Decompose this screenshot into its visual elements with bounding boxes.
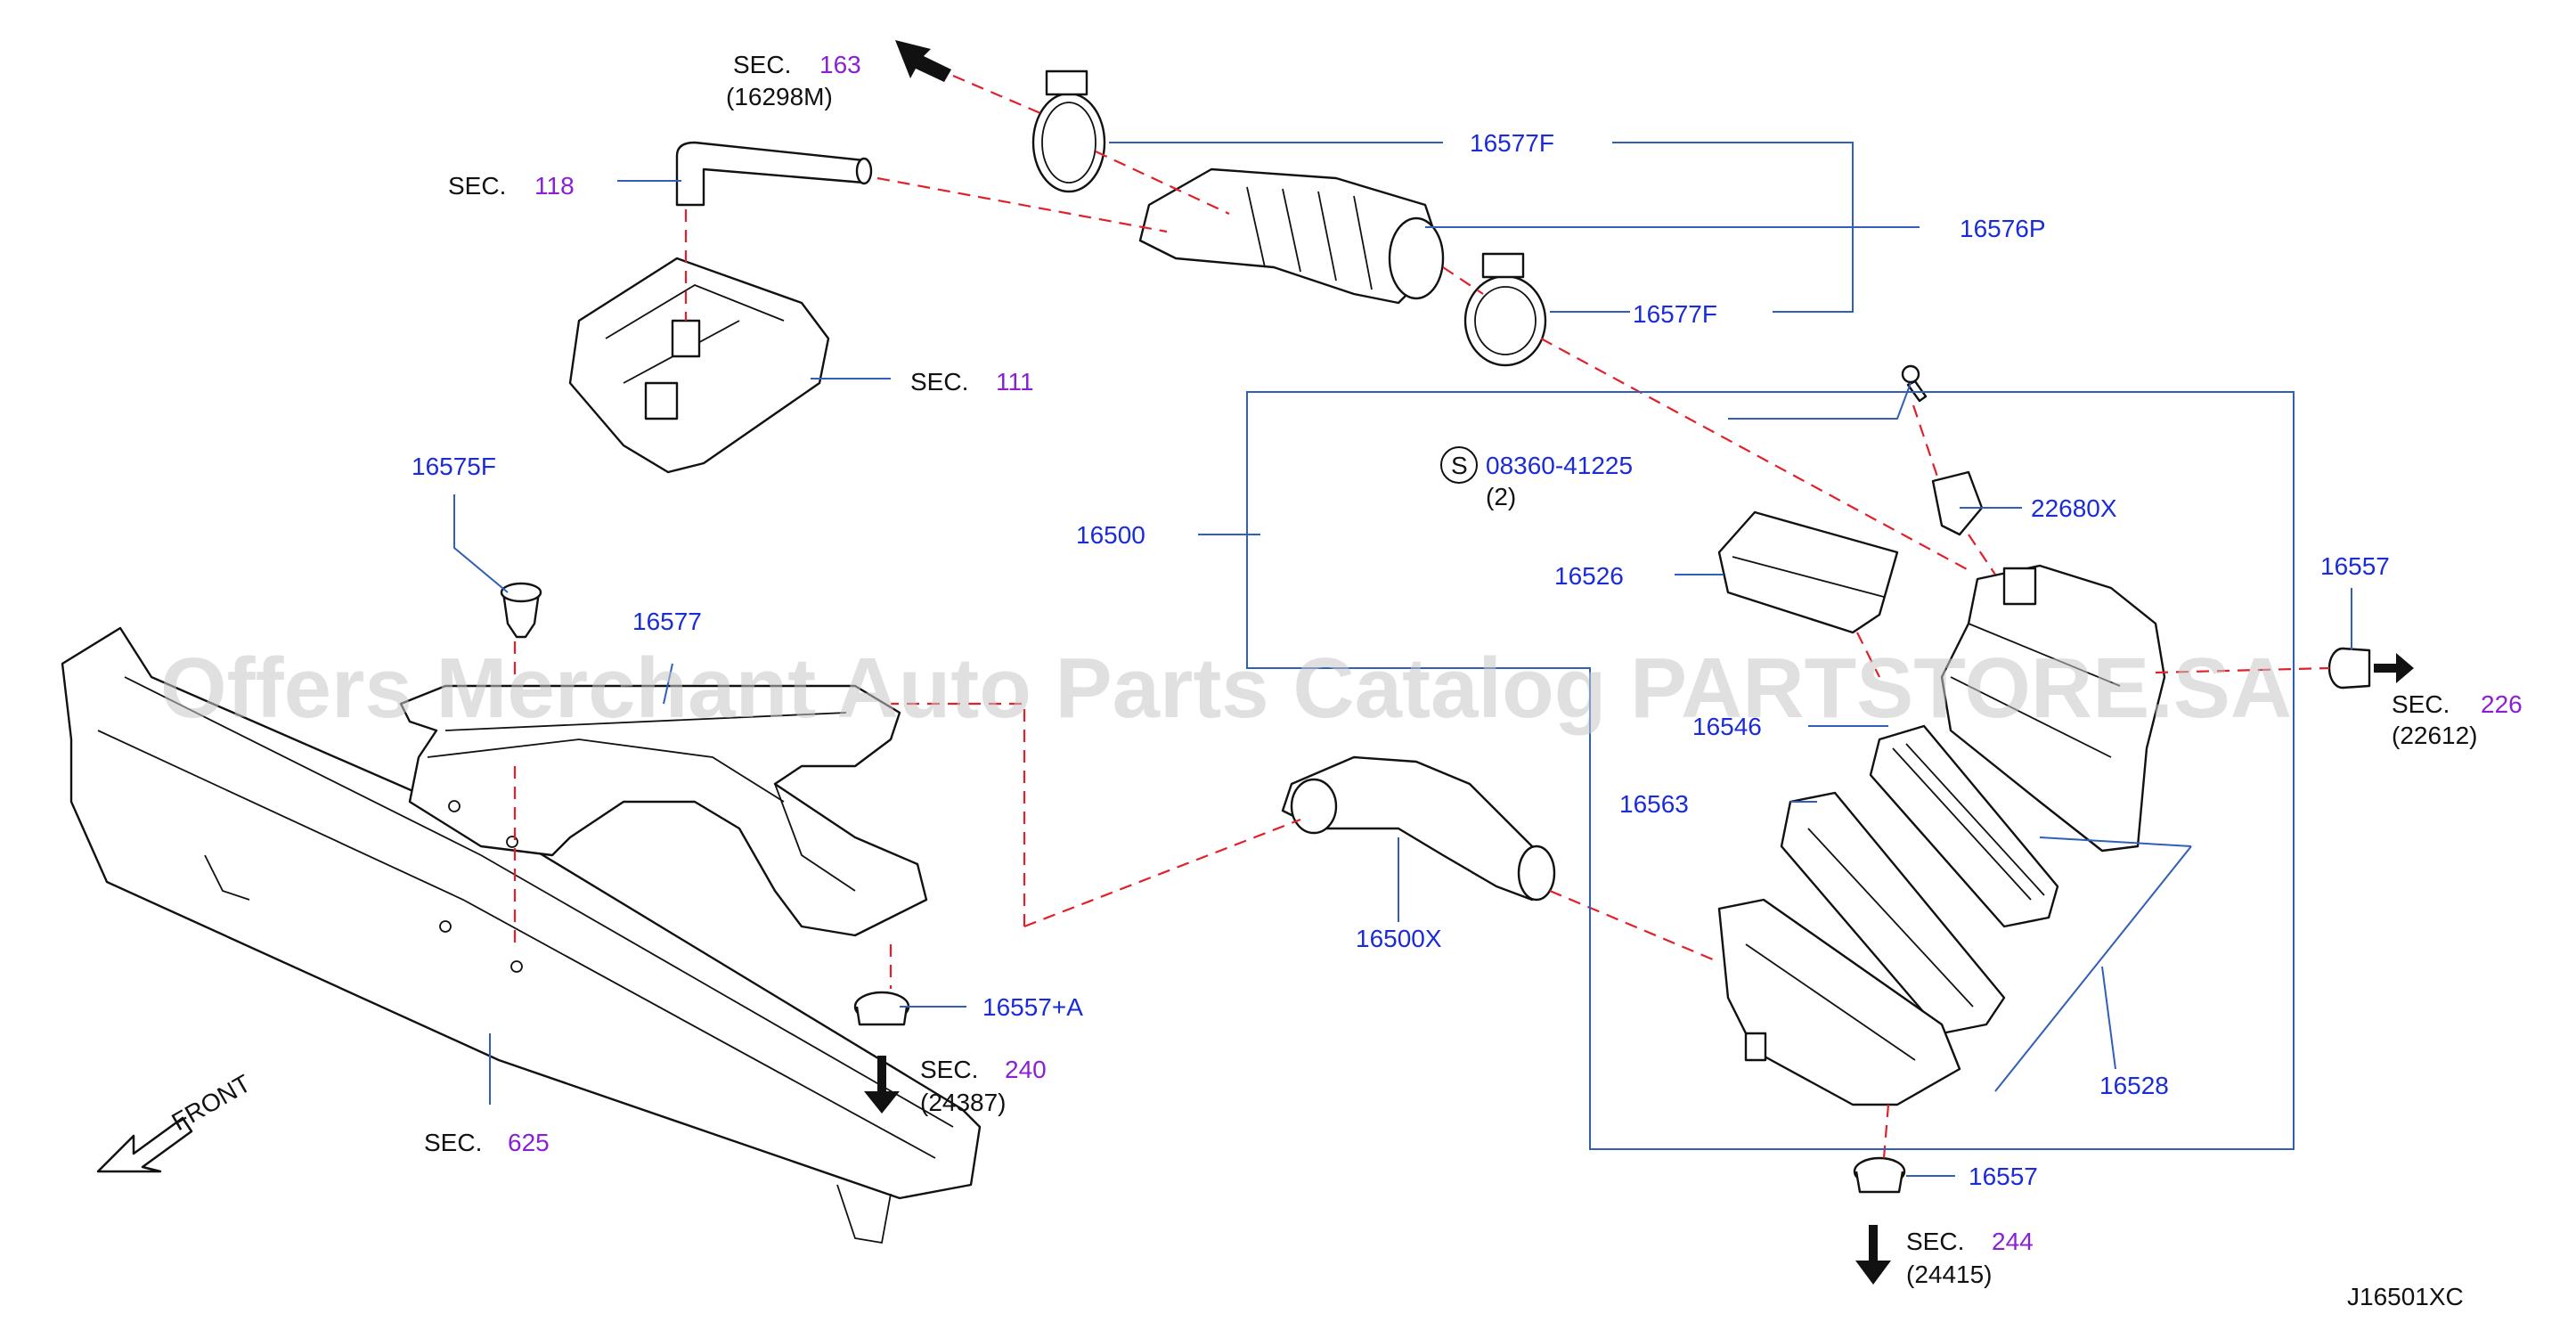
- clip-16575F[interactable]: [500, 582, 542, 639]
- arrow-sec240: [864, 1056, 900, 1114]
- label-sec240-sub: (24387): [920, 1089, 1007, 1116]
- label-sec625-prefix: SEC.: [424, 1129, 482, 1156]
- label-sec625-num[interactable]: 625: [508, 1129, 550, 1156]
- diagram-code: J16501XC: [2347, 1283, 2464, 1310]
- air-cleaner-upper-case[interactable]: [1940, 564, 2166, 853]
- label-16526[interactable]: 16526: [1554, 562, 1624, 590]
- mass-air-flow-sensor-22680X[interactable]: [1931, 470, 1984, 536]
- air-cleaner-lower-case[interactable]: [1717, 898, 1961, 1106]
- label-sec226-prefix: SEC.: [2392, 690, 2450, 718]
- label-front: FRONT: [167, 1069, 256, 1136]
- pcv-hose[interactable]: [675, 141, 873, 207]
- label-sec163-prefix: SEC.: [733, 51, 791, 78]
- arrow-sec163: [895, 40, 951, 82]
- hose-clamp-upper[interactable]: [1031, 69, 1106, 193]
- label-sec244-prefix: SEC.: [1906, 1228, 1964, 1255]
- label-16546[interactable]: 16546: [1692, 713, 1762, 740]
- air-duct-hose-16576P[interactable]: [1138, 167, 1445, 305]
- label-16557-right[interactable]: 16557: [2320, 552, 2390, 580]
- label-sec118-prefix: SEC.: [448, 172, 506, 200]
- label-sec163-sub: (16298M): [726, 83, 833, 110]
- label-16500[interactable]: 16500: [1076, 521, 1145, 549]
- label-22680X[interactable]: 22680X: [2031, 494, 2117, 522]
- front-arrow: [96, 1116, 193, 1173]
- label-sec226-num[interactable]: 226: [2481, 690, 2523, 718]
- label-16563[interactable]: 16563: [1619, 790, 1689, 818]
- arrow-sec226: [2374, 653, 2414, 683]
- hose-clamp-lower[interactable]: [1463, 252, 1547, 367]
- grommet-16557A[interactable]: [853, 991, 910, 1026]
- label-16557-bottom[interactable]: 16557: [1969, 1163, 2038, 1190]
- label-16577F-lower[interactable]: 16577F: [1633, 300, 1717, 328]
- label-sec163-num[interactable]: 163: [819, 51, 861, 78]
- label-sec244-num[interactable]: 244: [1992, 1228, 2034, 1255]
- label-sec111-num[interactable]: 111: [996, 368, 1034, 396]
- label-16557A[interactable]: 16557+A: [982, 993, 1083, 1021]
- label-sec244-sub: (24415): [1906, 1261, 1993, 1288]
- arrow-sec244: [1855, 1225, 1891, 1285]
- label-16576P[interactable]: 16576P: [1960, 215, 2046, 242]
- watermark: Offers Merchant Auto Parts Catalog PARTS…: [160, 641, 2292, 736]
- grommet-16557-right[interactable]: [2327, 647, 2371, 690]
- label-sec226-sub: (22612): [2392, 722, 2478, 749]
- screw-symbol-circle: [1440, 446, 1478, 484]
- label-08360[interactable]: 08360-41225: [1486, 452, 1633, 479]
- label-16577F-upper[interactable]: 16577F: [1470, 129, 1554, 157]
- label-sec240-num[interactable]: 240: [1005, 1056, 1047, 1083]
- filter-element-16546[interactable]: [1869, 724, 2059, 928]
- leader-lines: [453, 142, 2352, 1177]
- label-16575F[interactable]: 16575F: [412, 453, 496, 480]
- label-sec240-prefix: SEC.: [920, 1056, 978, 1083]
- label-sec118-num[interactable]: 118: [534, 172, 575, 200]
- filter-frame-16563[interactable]: [1780, 791, 2006, 1035]
- label-16500X[interactable]: 16500X: [1356, 925, 1442, 952]
- rocker-cover[interactable]: [568, 257, 830, 474]
- label-08360-mark: S: [1451, 452, 1468, 479]
- label-16577[interactable]: 16577: [632, 608, 702, 635]
- label-08360-qty: (2): [1486, 483, 1516, 510]
- resonator-16526[interactable]: [1717, 510, 1899, 634]
- label-16528[interactable]: 16528: [2099, 1072, 2169, 1099]
- radiator-core-support[interactable]: [61, 626, 982, 1244]
- air-duct-16500X[interactable]: [1281, 755, 1556, 902]
- air-duct-16577[interactable]: [399, 684, 928, 937]
- label-sec111-prefix: SEC.: [910, 368, 968, 396]
- grommet-16557-bottom[interactable]: [1853, 1156, 1906, 1194]
